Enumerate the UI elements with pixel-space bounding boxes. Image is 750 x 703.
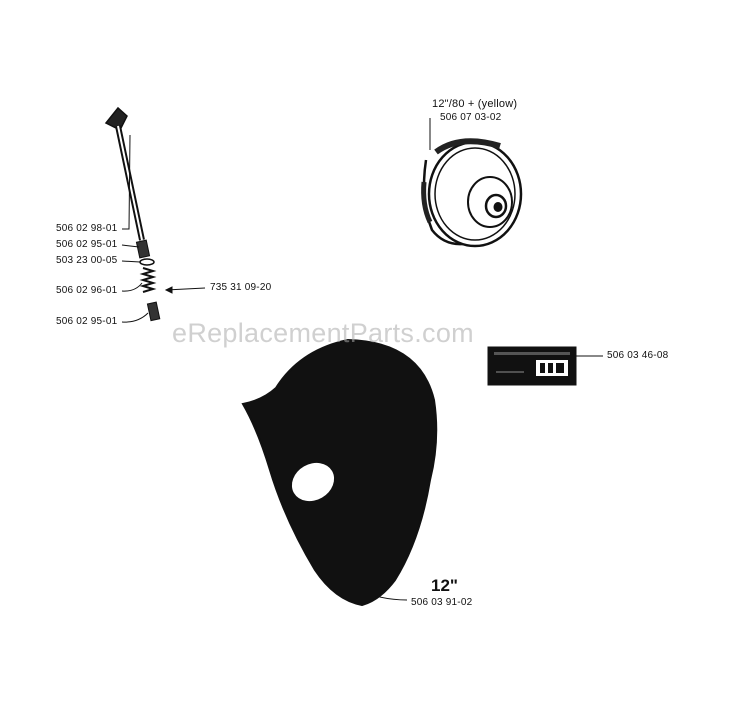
spacer-upper[interactable] bbox=[135, 239, 151, 259]
part-label-spring: 506 02 96-01 bbox=[56, 285, 118, 296]
cutting-guard[interactable] bbox=[241, 338, 438, 607]
decal-plate[interactable] bbox=[487, 346, 577, 386]
leader-lines-shaft bbox=[121, 134, 206, 323]
part-label-decal: 506 03 46-08 bbox=[607, 350, 669, 361]
part-label-spool-size: 12"/80 + (yellow) bbox=[432, 98, 518, 110]
part-label-spool: 506 07 03-02 bbox=[440, 112, 502, 123]
part-label-clip: 735 31 09-20 bbox=[210, 282, 272, 293]
trimmer-head[interactable] bbox=[421, 138, 523, 248]
part-label-spacer: 506 02 95-01 bbox=[56, 239, 118, 250]
watermark-text: eReplacementParts.com bbox=[172, 318, 474, 348]
leader-guard bbox=[375, 595, 408, 601]
part-label-guard: 506 03 91-02 bbox=[411, 597, 473, 608]
part-label-guard-size: 12" bbox=[431, 576, 458, 595]
part-label-spacer-lower: 506 02 95-01 bbox=[56, 316, 118, 327]
washer[interactable] bbox=[139, 258, 155, 266]
guard-hole bbox=[291, 462, 335, 502]
spacer-lower[interactable] bbox=[146, 301, 161, 322]
part-label-washer: 503 23 00-05 bbox=[56, 255, 118, 266]
spring[interactable] bbox=[139, 267, 157, 293]
shaft-assembly bbox=[104, 106, 161, 322]
part-label-handle-top: 506 02 98-01 bbox=[56, 223, 118, 234]
